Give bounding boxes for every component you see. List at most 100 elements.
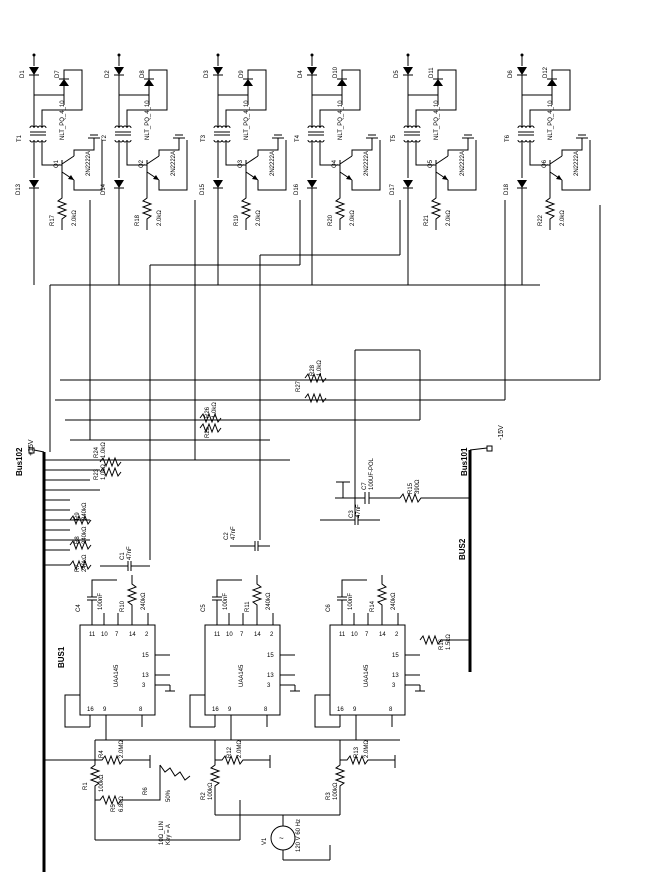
svg-text:~: ~ — [279, 834, 284, 843]
resistor-r28: R28 1.0kΩ — [304, 360, 327, 384]
svg-text:R25: R25 — [205, 426, 211, 438]
transformer-model-label: NLT_PQ_4_10 — [145, 100, 151, 140]
capacitor-label: C6 — [326, 604, 332, 612]
transistor-label: Q5 — [428, 159, 434, 168]
svg-text:R16: R16 — [439, 638, 445, 650]
ic-pin-label: 2 — [145, 632, 149, 638]
bus101-terminal — [486, 445, 493, 452]
svg-text:R28: R28 — [310, 364, 316, 376]
svg-text:2.0MΩ: 2.0MΩ — [237, 740, 243, 758]
diode-low-label: D17 — [390, 183, 396, 195]
diode-d5: D5 — [394, 67, 413, 78]
ic-pin-label: 10 — [226, 632, 233, 638]
resistor-value-label: 2.0kΩ — [350, 210, 356, 226]
resistor-label: R14 — [370, 600, 376, 612]
resistor-r23: R23 1.0kΩ — [94, 464, 122, 480]
diode-fb-label: D9 — [239, 70, 245, 78]
ic-name-label: UAA145 — [364, 664, 370, 687]
resistor-r25: R25 — [199, 422, 222, 438]
ic-pin-label: 16 — [212, 707, 219, 713]
svg-text:100kΩ: 100kΩ — [99, 774, 105, 792]
diode-top-label: D4 — [298, 70, 304, 78]
transistor-part-label: 2N2222A — [460, 151, 466, 176]
diode-top-label: D6 — [508, 70, 514, 78]
diode-top-label: D5 — [394, 70, 400, 78]
svg-text:R27: R27 — [296, 380, 302, 392]
transformer-label: T3 — [201, 134, 207, 142]
ic-pin-label: 10 — [351, 632, 358, 638]
resistor-r15: R15 390Ω — [399, 479, 470, 504]
svg-text:240kΩ: 240kΩ — [82, 502, 88, 520]
resistor-r5: R5 6.8kΩ — [95, 765, 161, 812]
resistor-label: R21 — [424, 214, 430, 226]
resistor-value-label: 2.0kΩ — [256, 210, 262, 226]
diode-fb-label: D10 — [333, 66, 339, 78]
diode-d1: D1 — [20, 67, 39, 78]
svg-text:R4: R4 — [99, 750, 105, 758]
diode-low-label: D16 — [294, 183, 300, 195]
resistor-value-label: 240kΩ — [391, 592, 397, 610]
bus102-label: Bus102 — [15, 447, 24, 476]
diode-d17: D17 — [390, 180, 413, 195]
ic-pin-label: 7 — [115, 632, 119, 638]
svg-text:100kΩ: 100kΩ — [208, 782, 214, 800]
svg-text:R8: R8 — [75, 536, 81, 544]
diode-d16: D16 — [294, 180, 317, 195]
svg-text:R7: R7 — [75, 564, 81, 572]
ic-pin-label: 7 — [240, 632, 244, 638]
diode-fb-label: D8 — [140, 70, 146, 78]
resistor-label: R22 — [538, 214, 544, 226]
svg-text:R9: R9 — [75, 512, 81, 520]
transformer-label: T4 — [295, 134, 301, 142]
ic-pin-label: 3 — [142, 683, 146, 689]
minus15v-label: -15V — [498, 425, 505, 440]
diode-fb-label: D7 — [55, 70, 61, 78]
resistor-r12: R12 2.0MΩ — [215, 740, 271, 768]
transformer-model-label: NLT_PQ_4_10 — [434, 100, 440, 140]
diode-low-label: D13 — [16, 183, 22, 195]
ic-pin-label: 8 — [389, 707, 393, 713]
svg-text:10Ω_LIN: 10Ω_LIN — [159, 821, 165, 845]
svg-text:R12: R12 — [227, 746, 233, 758]
svg-text:R1: R1 — [83, 782, 89, 790]
transistor-part-label: 2N2222A — [364, 151, 370, 176]
resistor-value-label: 2.0kΩ — [157, 210, 163, 226]
resistor-r11: R11 240kΩ — [245, 575, 272, 613]
svg-text:2.0MΩ: 2.0MΩ — [364, 740, 370, 758]
resistor-r4: R4 2.0MΩ — [95, 740, 151, 768]
transformer-label: T6 — [505, 134, 511, 142]
ic-pin-label: 9 — [103, 707, 107, 713]
diode-d15: D15 — [200, 180, 223, 195]
resistor-value-label: 240kΩ — [266, 592, 272, 610]
ic-pin-label: 14 — [379, 632, 386, 638]
transformer-model-label: NLT_PQ_4_10 — [338, 100, 344, 140]
diode-low-label: D14 — [101, 183, 107, 195]
resistor-label: R11 — [245, 601, 251, 612]
transistor-part-label: 2N2222A — [171, 151, 177, 176]
resistor-value-label: 240kΩ — [141, 592, 147, 610]
ic-pin-label: 2 — [270, 632, 274, 638]
svg-text:1.5kΩ: 1.5kΩ — [446, 634, 452, 650]
ic-pin-label: 13 — [267, 673, 274, 679]
svg-text:C2: C2 — [224, 532, 230, 540]
resistor-r3: R3 100kΩ — [326, 740, 346, 800]
capacitor-c3: C3 47nF — [320, 504, 380, 525]
ic-pin-label: 16 — [87, 707, 94, 713]
resistor-label: R20 — [328, 214, 334, 226]
svg-text:C1: C1 — [120, 552, 126, 560]
capacitor-value-label: 100nF — [98, 593, 104, 610]
